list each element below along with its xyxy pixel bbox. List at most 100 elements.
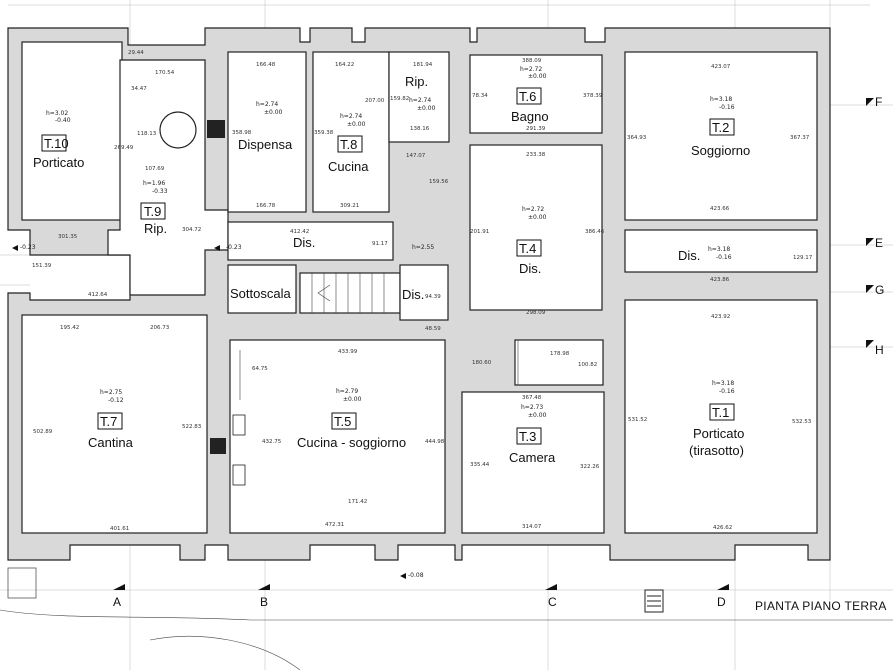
room-code: T.6	[519, 89, 536, 104]
room-dis-small	[399, 264, 449, 321]
room-level: ±0.00	[528, 73, 547, 80]
plan-title: PIANTA PIANO TERRA	[755, 599, 887, 613]
room-code: T.5	[334, 414, 351, 429]
room-level: -0.12	[108, 397, 124, 404]
chimney-hatch-top	[207, 120, 225, 138]
axis-label-f: F	[875, 95, 882, 109]
dimension: 138.16	[410, 126, 430, 132]
room-level: ±0.00	[347, 121, 366, 128]
axis-labels: A B C D F E G H	[113, 95, 884, 609]
room-name: Porticato	[693, 426, 744, 441]
dimension: 423.07	[711, 64, 731, 70]
dimension: 412.64	[88, 292, 108, 298]
dimension: 100.82	[578, 362, 597, 368]
dimension: 367.37	[790, 135, 810, 141]
dimension: 178.98	[550, 351, 570, 357]
room-level: -0.16	[719, 388, 735, 395]
room-dispensa	[227, 51, 307, 213]
stair-treads	[311, 273, 385, 313]
axis-label-d: D	[717, 595, 726, 609]
dimension: 195.42	[60, 325, 79, 331]
level-markers	[12, 245, 406, 579]
room-name-2: (tirasotto)	[689, 443, 744, 458]
dimension: 298.09	[526, 310, 546, 316]
dimension: 423.86	[710, 277, 730, 283]
stair	[299, 272, 401, 314]
room-level: ±0.00	[417, 105, 436, 112]
dimension: 233.38	[526, 152, 546, 158]
room-code: T.8	[340, 137, 357, 152]
dimension: 309.21	[340, 203, 359, 209]
room-height: h=2.72	[520, 66, 542, 73]
dimension: 159.82	[390, 96, 409, 102]
dimension: 180.60	[472, 360, 492, 366]
axis-label-h: H	[875, 343, 884, 357]
rooms	[21, 41, 818, 534]
room-height: h=2.74	[409, 97, 431, 104]
room-code-boxes	[41, 87, 735, 445]
axis-label-a: A	[113, 595, 121, 609]
room-name: Bagno	[511, 109, 549, 124]
dimension: 322.26	[580, 464, 600, 470]
room-t9	[107, 59, 229, 296]
ground-level: -0.08	[408, 572, 424, 579]
room-height: h=3.02	[46, 110, 68, 117]
axis-label-b: B	[260, 595, 268, 609]
room-t3	[461, 391, 605, 534]
room-closet	[514, 339, 604, 386]
room-level: -0.40	[55, 117, 71, 124]
room-code: T.4	[519, 241, 536, 256]
dimension: 91.17	[372, 241, 388, 247]
dimension: 166.78	[256, 203, 276, 209]
dimension: 412.42	[290, 229, 309, 235]
room-name: Dis.	[519, 261, 541, 276]
room-height: h=2.75	[100, 389, 122, 396]
room-level: ±0.00	[264, 109, 283, 116]
room-height: h=2.74	[340, 113, 362, 120]
room-name: Camera	[509, 450, 556, 465]
dimension: 34.47	[131, 86, 147, 92]
room-height: h=1.96	[143, 180, 165, 187]
dimension: 269.49	[114, 145, 134, 151]
room-sottoscala	[227, 264, 297, 314]
dimension: 181.94	[413, 62, 433, 68]
dimension: 314.07	[522, 524, 542, 530]
room-level: -0.16	[716, 254, 732, 261]
dimension-labels: 29.44 170.54 34.47 118.13 269.49 107.69 …	[32, 50, 813, 532]
dimension: 29.44	[128, 50, 144, 56]
dimension: 129.17	[793, 255, 813, 261]
room-level: ±0.00	[343, 396, 362, 403]
dimension: 206.73	[150, 325, 170, 331]
room-dis-mid	[227, 221, 394, 261]
room-labels: T.10 Porticato h=3.02 -0.40 T.9 Rip. h=1…	[33, 66, 750, 465]
room-level: -0.23	[226, 244, 242, 251]
dimension: 401.61	[110, 526, 129, 532]
room-code: T.7	[100, 414, 117, 429]
dimension: 531.52	[628, 417, 647, 423]
room-height: h=2.79	[336, 388, 358, 395]
room-name: Soggiorno	[691, 143, 750, 158]
room-name: Sottoscala	[230, 286, 291, 301]
room-t2	[624, 51, 818, 221]
dimension: 532.53	[792, 419, 812, 425]
room-level: ±0.00	[528, 412, 547, 419]
room-name: Rip.	[405, 74, 428, 89]
room-t10	[21, 41, 123, 221]
column-circle	[159, 111, 197, 149]
chimney-hatch-bottom	[210, 438, 226, 454]
room-name: Dis.	[402, 287, 424, 302]
dimension: 444.98	[425, 439, 445, 445]
dimension: 426.62	[713, 525, 732, 531]
dimension: 364.93	[627, 135, 647, 141]
dimension: 170.54	[155, 70, 175, 76]
dimension: 94.39	[425, 294, 441, 300]
room-name: Dis.	[678, 248, 700, 263]
dimension: 502.89	[33, 429, 53, 435]
axis-label-g: G	[875, 283, 884, 297]
room-name: Dis.	[293, 235, 315, 250]
level-left: -0.23	[20, 244, 36, 251]
dimension: 304.72	[182, 227, 201, 233]
dimension: 291.39	[526, 126, 546, 132]
dimension: 433.99	[338, 349, 358, 355]
